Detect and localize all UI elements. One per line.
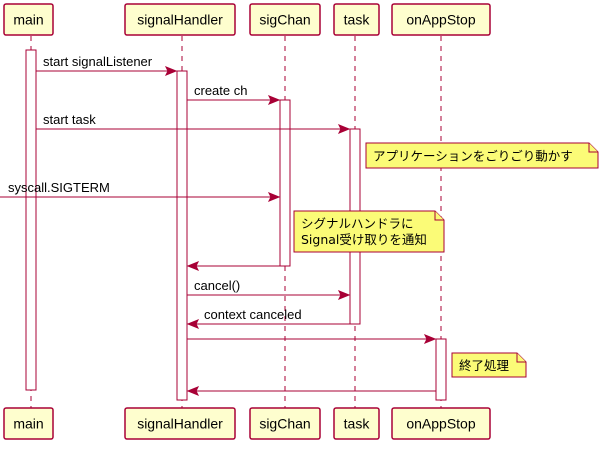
participant-signalHandler-top: signalHandler <box>124 3 236 36</box>
message-label: start task <box>43 112 96 127</box>
participant-main-bottom: main <box>3 407 54 440</box>
participant-label: onAppStop <box>406 416 475 432</box>
activation-onAppStop <box>435 338 447 401</box>
message-onAppStop-return <box>186 386 436 396</box>
participant-label: onAppStop <box>406 12 475 28</box>
participant-label: signalHandler <box>137 416 223 432</box>
note-line: Signal受け取りを通知 <box>301 232 427 247</box>
activation-main <box>25 49 37 391</box>
message-label: create ch <box>194 83 247 98</box>
participant-onAppStop-bottom: onAppStop <box>391 407 491 440</box>
message-start-signalListener: start signalListener <box>36 54 178 76</box>
participant-main-top: main <box>3 3 54 36</box>
note-app-running: アプリケーションをごりごり動かす <box>365 142 599 169</box>
participant-label: task <box>344 12 371 28</box>
note-signal-notify: シグナルハンドラに Signal受け取りを通知 <box>293 210 445 253</box>
message-create-ch: create ch <box>187 83 281 105</box>
note-line: シグナルハンドラに <box>301 216 414 231</box>
message-start-task: start task <box>36 112 351 134</box>
message-label: start signalListener <box>43 54 153 69</box>
message-label: context canceled <box>204 307 302 322</box>
message-sigchan-return <box>186 261 280 271</box>
participant-label: sigChan <box>259 416 310 432</box>
message-label: cancel() <box>194 278 240 293</box>
message-to-onAppStop <box>187 334 437 344</box>
note-line: 終了処理 <box>459 358 510 373</box>
participant-label: signalHandler <box>137 12 223 28</box>
participant-task-top: task <box>333 3 380 36</box>
participant-signalHandler-bottom: signalHandler <box>124 407 236 440</box>
note-shutdown: 終了処理 <box>451 352 527 378</box>
message-label: syscall.SIGTERM <box>8 180 110 195</box>
message-syscall-sigterm: syscall.SIGTERM <box>0 180 281 202</box>
participant-label: sigChan <box>259 12 310 28</box>
activation-signalHandler <box>176 70 188 401</box>
participant-sigChan-top: sigChan <box>249 3 321 36</box>
participant-sigChan-bottom: sigChan <box>249 407 321 440</box>
activation-sigChan <box>279 99 291 267</box>
participant-task-bottom: task <box>333 407 380 440</box>
participant-label: main <box>13 416 43 432</box>
participant-onAppStop-top: onAppStop <box>391 3 491 36</box>
message-context-canceled: context canceled <box>186 307 350 329</box>
participant-label: main <box>13 12 43 28</box>
participant-label: task <box>344 416 371 432</box>
note-line: アプリケーションをごりごり動かす <box>373 149 573 164</box>
message-cancel: cancel() <box>187 278 351 300</box>
